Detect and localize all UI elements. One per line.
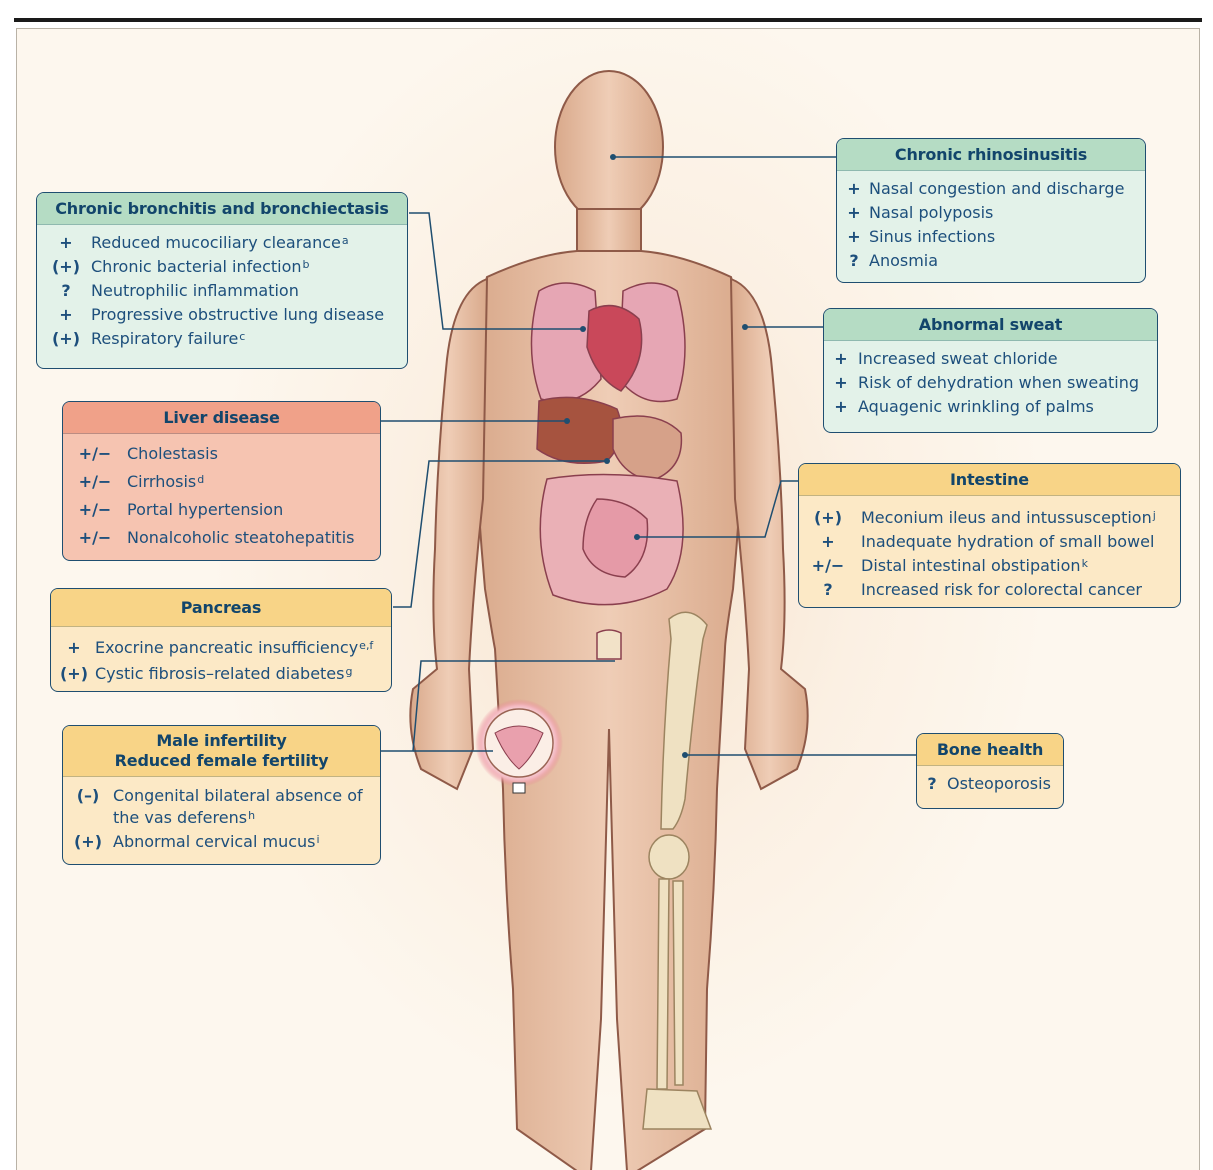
list-item: +/−Nonalcoholic steatohepatitis [78,528,355,547]
bronchitis-list: +Reduced mucociliary clearancea (+)Chron… [37,225,407,357]
list-item: +Aquagenic wrinkling of palms [834,397,1094,416]
list-item: +/−Cholestasis [78,444,218,463]
leader-dots [564,154,748,758]
liver-box: Liver disease +/−Cholestasis +/−Cirrhosi… [62,401,381,561]
intestine-box: Intestine (+)Meconium ileus and intussus… [798,463,1181,608]
list-item: +Exocrine pancreatic insufficiencye,f [67,638,374,657]
pancreas-title: Pancreas [51,589,391,627]
rhinosinusitis-title: Chronic rhinosinusitis [837,139,1145,171]
list-item: (+)Meconium ileus and intussusceptionj [813,508,1156,527]
list-item: +Risk of dehydration when sweating [834,373,1140,392]
list-item: (+)Respiratory failurec [51,329,246,348]
liver-title: Liver disease [63,402,380,434]
bone-list: ?Osteoporosis [917,766,1063,802]
list-item: +/−Distal intestinal obstipationk [811,556,1088,575]
fertility-box: Male infertility Reduced female fertilit… [62,725,381,865]
reproductive-inset [475,699,563,794]
list-item: +Nasal congestion and discharge [847,179,1125,198]
list-item: ?Osteoporosis [927,774,1051,793]
list-item: +Sinus infections [847,227,996,246]
list-item: +Nasal polyposis [847,203,994,222]
list-item: ?Increased risk for colorectal cancer [823,580,1143,599]
sweat-box: Abnormal sweat +Increased sweat chloride… [823,308,1158,433]
list-item: +Inadequate hydration of small bowel [821,532,1155,551]
list-item: ?Neutrophilic inflammation [61,281,299,300]
list-item: (+)Chronic bacterial infectionb [51,257,310,276]
fertility-title: Male infertility Reduced female fertilit… [63,726,380,777]
sweat-list: +Increased sweat chloride +Risk of dehyd… [824,341,1157,425]
fertility-title-line2: Reduced female fertility [114,751,329,770]
bone-title: Bone health [917,734,1063,766]
list-item: (+)Cystic fibrosis–related diabetesg [59,664,353,683]
list-item: +/−Portal hypertension [78,500,284,519]
list-item: +Progressive obstructive lung disease [59,305,385,324]
top-rule [14,18,1202,22]
list-item: +Reduced mucociliary clearancea [59,233,349,252]
liver-list: +/−Cholestasis +/−Cirrhosisd +/−Portal h… [63,434,380,558]
bone-box: Bone health ?Osteoporosis [916,733,1064,809]
pancreas-box: Pancreas +Exocrine pancreatic insufficie… [50,588,392,692]
organs [530,282,686,660]
list-item: ?Anosmia [849,251,939,270]
body-illustration [381,70,917,1170]
fertility-title-line1: Male infertility [156,731,287,750]
pancreas-list: +Exocrine pancreatic insufficiencye,f (+… [51,627,391,691]
rhinosinusitis-list: +Nasal congestion and discharge +Nasal p… [837,171,1145,279]
list-item: +/−Cirrhosisd [78,472,205,491]
bronchitis-box: Chronic bronchitis and bronchiectasis +R… [36,192,408,369]
list-item: +Increased sweat chloride [834,349,1058,368]
list-item: (+)Abnormal cervical mucusi [73,832,320,851]
body-silhouette [409,70,809,1170]
sweat-title: Abnormal sweat [824,309,1157,341]
intestine-title: Intestine [799,464,1180,496]
intestine-list: (+)Meconium ileus and intussusceptionj +… [799,496,1180,607]
leg-bones [642,611,713,1130]
bronchitis-title: Chronic bronchitis and bronchiectasis [37,193,407,225]
leader-lines [381,156,917,756]
rhinosinusitis-box: Chronic rhinosinusitis +Nasal congestion… [836,138,1146,283]
